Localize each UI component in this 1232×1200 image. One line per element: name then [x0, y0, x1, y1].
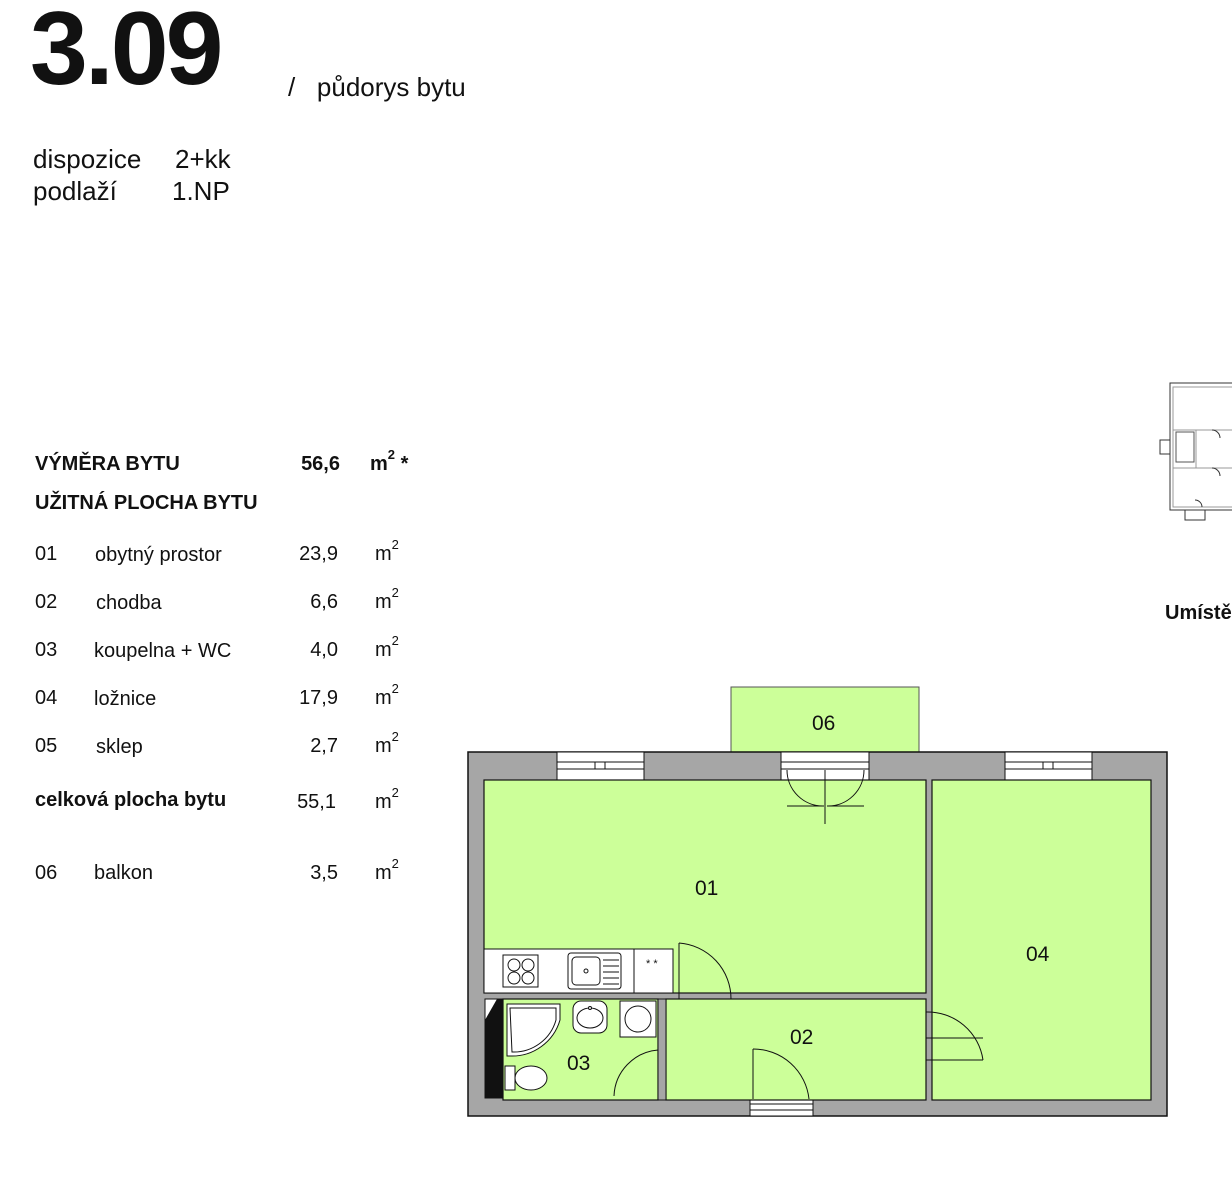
- room-label-06: 06: [812, 712, 835, 735]
- room-name: sklep: [96, 736, 143, 758]
- doors: [613, 769, 984, 1100]
- room-04-bedroom: [931, 779, 1152, 1101]
- total-area-value: 56,6: [301, 453, 340, 475]
- room-name: ložnice: [94, 688, 157, 710]
- unit-number: 3.09: [30, 0, 223, 107]
- usable-area-heading: UŽITNÁ PLOCHA BYTU: [35, 492, 258, 514]
- room-area-value: 2,7: [310, 735, 338, 757]
- room-02-hallway: [665, 998, 927, 1101]
- room-label-04: 04: [1026, 943, 1050, 966]
- balcony-num: 06: [35, 862, 58, 884]
- room-name: koupelna + WC: [94, 640, 232, 662]
- sum-value: 55,1: [297, 791, 336, 813]
- sum-label: celková plocha bytu: [35, 789, 227, 811]
- floor-label: podlaží: [33, 176, 117, 206]
- total-area-unit: m2 *: [370, 447, 409, 475]
- room-area-value: 23,9: [299, 543, 338, 565]
- room-area-value: 4,0: [310, 639, 338, 661]
- room-label-01: 01: [695, 877, 718, 900]
- window-frames: [557, 761, 1092, 1111]
- kitchen-counter: [483, 948, 674, 994]
- room-area-value: 17,9: [299, 687, 338, 709]
- room-label-03: 03: [567, 1052, 590, 1075]
- room-num: 03: [35, 639, 58, 661]
- sum-unit: m2: [375, 785, 399, 813]
- balcony-value: 3,5: [310, 862, 338, 884]
- room-num: 02: [35, 591, 58, 613]
- room-num: 05: [35, 735, 58, 757]
- total-area-label: VÝMĚRA BYTU: [35, 453, 180, 475]
- stove-marks: * *: [646, 958, 658, 970]
- room-area-unit: m2: [375, 537, 399, 565]
- room-area-unit: m2: [375, 633, 399, 661]
- layout-value: 2+kk: [175, 144, 231, 174]
- balcony-unit: m2: [375, 856, 399, 884]
- room-name: obytný prostor: [95, 544, 222, 566]
- room-area-unit: m2: [375, 729, 399, 757]
- room-area-unit: m2: [375, 681, 399, 709]
- room-num: 04: [35, 687, 58, 709]
- bathroom-fixtures: [504, 1000, 657, 1091]
- room-area-value: 6,6: [310, 591, 338, 613]
- room-num: 01: [35, 543, 58, 565]
- page-subtitle: / půdorys bytu: [288, 72, 466, 102]
- room-label-02: 02: [790, 1026, 813, 1049]
- placement-label: Umístě: [1165, 602, 1232, 624]
- layout-label: dispozice: [33, 144, 142, 174]
- floor-value: 1.NP: [172, 176, 230, 206]
- room-name: chodba: [96, 592, 162, 614]
- key-plan-thumbnail: [1159, 382, 1232, 521]
- room-area-unit: m2: [375, 585, 399, 613]
- balcony-area: [730, 686, 920, 753]
- balcony-name: balkon: [94, 862, 153, 884]
